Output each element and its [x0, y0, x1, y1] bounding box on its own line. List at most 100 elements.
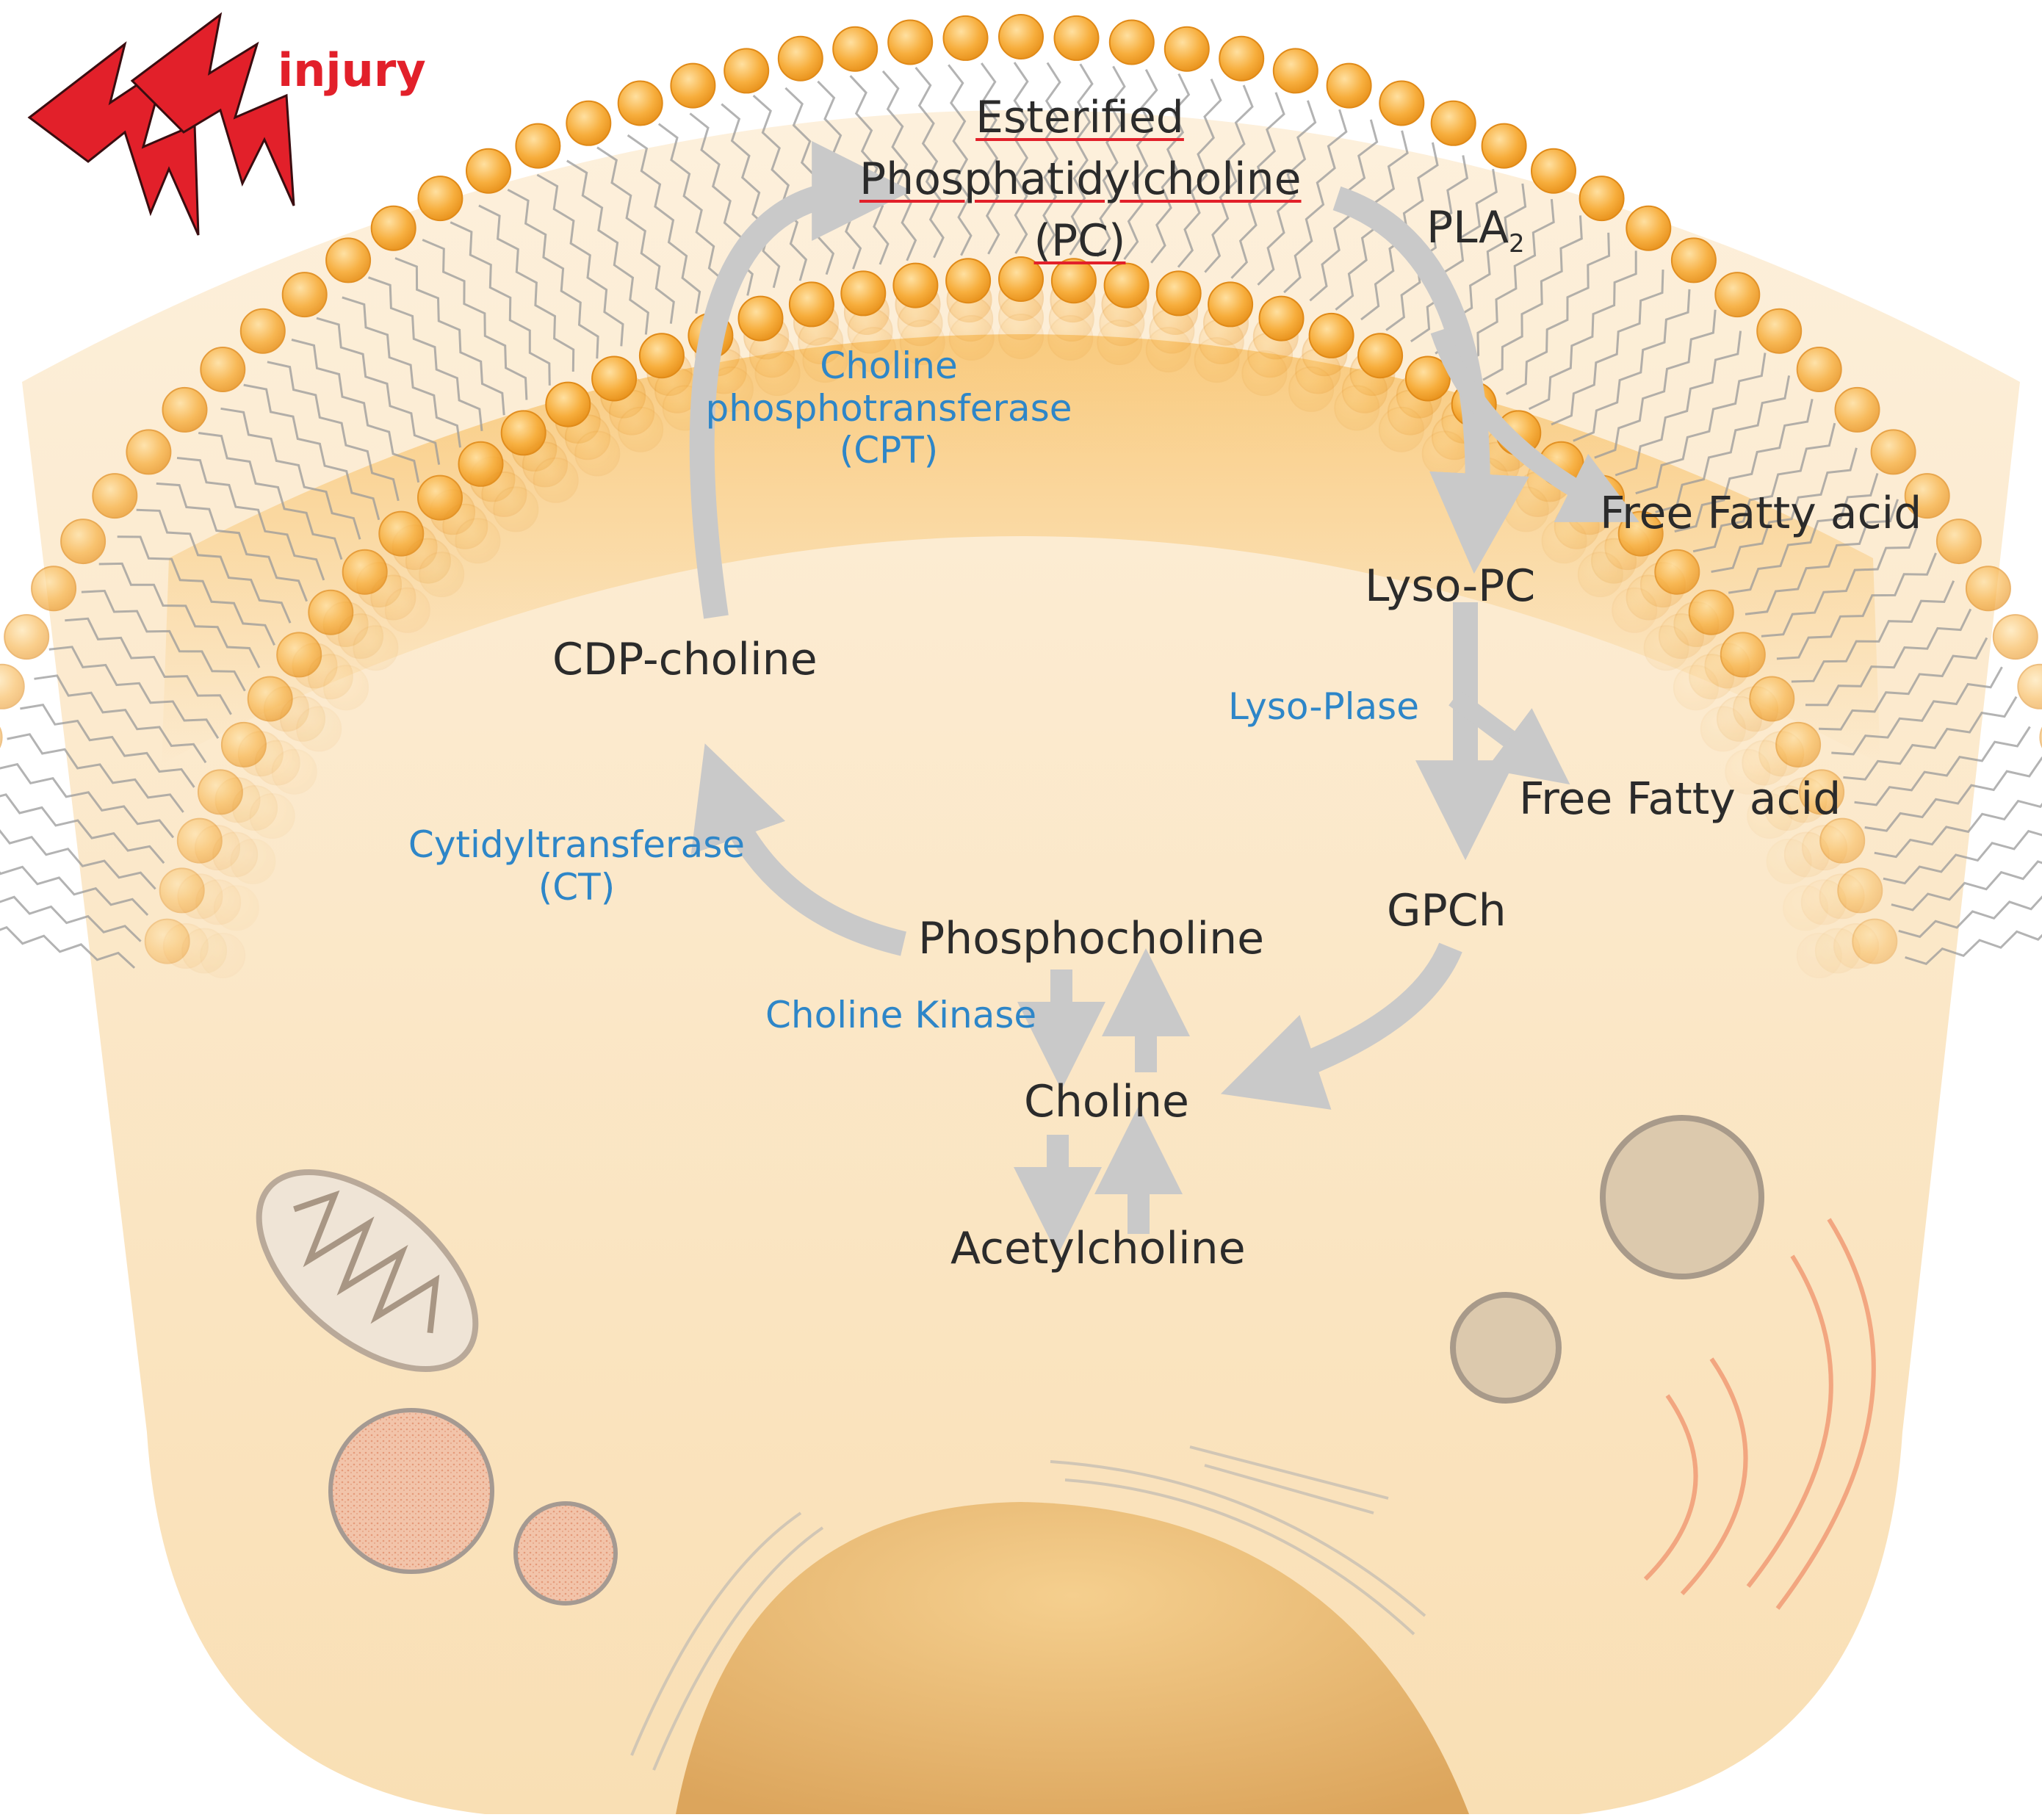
- phospholipid-head: [1241, 350, 1288, 397]
- phospholipid-head: [247, 676, 293, 722]
- phospholipid-head: [899, 319, 945, 366]
- phospholipid-head: [159, 867, 205, 914]
- phospholipid-head: [1208, 281, 1254, 328]
- lipid-tail: [1594, 309, 1717, 459]
- lipid-tail: [450, 221, 551, 386]
- phospholipid-head: [176, 817, 223, 864]
- phospholipid-head: [1819, 817, 1866, 864]
- phospholipid-head: [1421, 430, 1468, 477]
- lipid-tail: [1874, 799, 2042, 859]
- phospholipid-head: [1378, 406, 1424, 452]
- lipid-tail: [1615, 331, 1742, 477]
- lipid-tail: [0, 762, 175, 839]
- lipid-tail: [1728, 472, 1879, 594]
- phospholipid-head: [1626, 205, 1672, 251]
- endoplasmic-reticulum: [630, 1445, 1426, 1771]
- phospholipid-head: [832, 26, 879, 72]
- phospholipid-head: [1219, 35, 1265, 82]
- phospholipid-head: [840, 270, 887, 317]
- phospholipid-head: [353, 625, 399, 671]
- phospholipid-head: [1481, 123, 1527, 169]
- lipid-tail: [752, 94, 808, 281]
- lipid-tail: [1776, 552, 1937, 660]
- phospholipid-head: [1797, 934, 1841, 978]
- phospholipid-head: [566, 100, 612, 146]
- phospholipid-head: [591, 355, 638, 402]
- phospholipid-head: [323, 665, 369, 711]
- lipid-tail: [1864, 756, 2042, 832]
- lipid-tail: [1831, 666, 2003, 756]
- lipid-tail: [980, 62, 1000, 255]
- phospholipid-head: [92, 473, 138, 519]
- phospholipid-head: [2039, 726, 2042, 748]
- lipid-tail: [98, 562, 261, 668]
- lipid-tail: [1791, 580, 1955, 683]
- phospholipid-head: [887, 19, 934, 65]
- phospholipid-head: [1308, 312, 1354, 358]
- lipid-tail: [1854, 726, 2031, 806]
- lipid-tail: [117, 535, 275, 646]
- phospholipid-head: [31, 566, 77, 612]
- phospholipid-head: [281, 272, 328, 318]
- phospholipid-head: [998, 14, 1044, 59]
- phospholipid-head: [419, 552, 465, 598]
- phospholipid-head: [1103, 262, 1150, 308]
- lipid-tail: [1819, 637, 1988, 731]
- arrow-gpch-to-choline: [1220, 942, 1462, 1110]
- phospholipid-head: [1992, 614, 2038, 660]
- lipid-tail: [1230, 92, 1285, 279]
- lipid-tail: [507, 188, 599, 359]
- lipid-tail: [1459, 198, 1555, 368]
- phospholipid-head: [1935, 519, 1982, 565]
- lipid-tail: [1898, 895, 2042, 939]
- phospholipid-head: [1852, 918, 1898, 964]
- phospholipid-head: [724, 48, 770, 94]
- lipid-tail: [316, 317, 441, 465]
- phospholipid-head: [851, 327, 897, 373]
- phospholipid-head: [1288, 366, 1335, 412]
- lipid-tail: [0, 829, 156, 890]
- phospholipid-head: [802, 337, 848, 383]
- phospholipid-head: [1430, 100, 1476, 146]
- phospholipid-head: [1194, 337, 1240, 383]
- phospholipid-head: [213, 885, 259, 931]
- lipid-tail: [7, 733, 184, 813]
- phospholipid-head: [737, 295, 784, 342]
- phospholipid-head: [2017, 663, 2042, 709]
- lipid-tail: [914, 66, 945, 259]
- phospholipid-head: [1714, 272, 1761, 318]
- phospholipid-head: [942, 15, 989, 61]
- phospholipid-head: [1258, 295, 1305, 342]
- lipid-tail: [0, 925, 136, 969]
- golgi-apparatus: [1643, 1218, 1876, 1610]
- inner-leaflet-shadow: [213, 314, 1841, 978]
- lipid-tail: [478, 204, 575, 372]
- phospholipid-head: [1579, 176, 1625, 222]
- pathway-arrows: [689, 141, 1639, 1255]
- phospholipid-head: [466, 148, 511, 194]
- phospholipid-head: [777, 35, 823, 82]
- phospholipid-head: [378, 510, 425, 557]
- phospholipid-head: [126, 429, 172, 475]
- lipid-tail: [948, 64, 973, 256]
- phospholipid-head: [197, 769, 243, 815]
- arrow-ffa-2: [1448, 690, 1570, 785]
- phospholipid-head: [1272, 48, 1318, 94]
- lipid-tail: [1482, 215, 1583, 381]
- phospholipid-head: [239, 308, 286, 354]
- phospholipid-head: [1766, 838, 1812, 884]
- lipid-tail: [81, 589, 246, 692]
- arrow-ffa-1: [1430, 327, 1639, 522]
- phospholipid-head: [1720, 632, 1766, 678]
- lipid-tail: [65, 617, 232, 715]
- lipid-tail: [0, 865, 149, 916]
- phospholipid-head: [455, 518, 501, 564]
- phospholipid-head: [417, 176, 463, 222]
- phospholipid-head: [1145, 327, 1191, 373]
- lipid-tail: [1177, 78, 1222, 268]
- lipid-tail: [1150, 73, 1191, 264]
- phospholipid-head: [1654, 549, 1700, 595]
- phospholipid-head: [220, 721, 267, 768]
- phospholipid-head: [998, 314, 1044, 359]
- phospholipid-head: [1749, 676, 1795, 722]
